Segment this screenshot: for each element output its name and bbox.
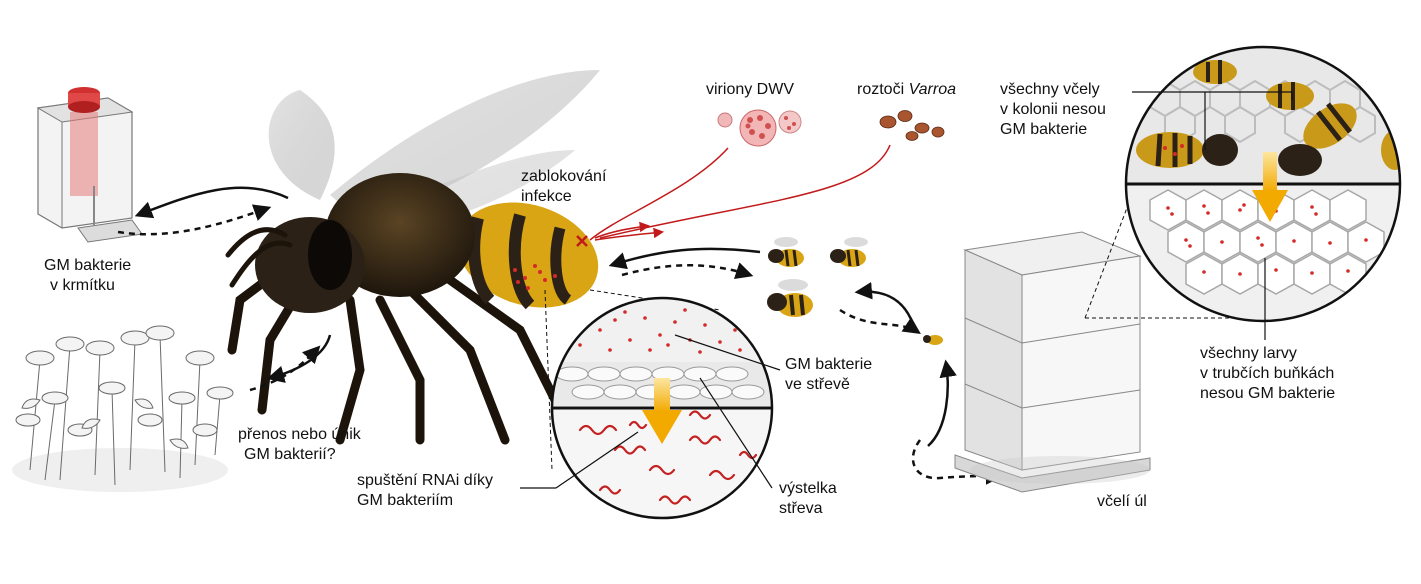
label-block-line1: zablokování	[521, 168, 607, 185]
hive-magnifier-line2	[1084, 199, 1131, 319]
label-larvae-line2: v trubčích buňkách	[1200, 365, 1335, 382]
label-colony-line1: všechny včely	[1000, 81, 1100, 98]
label-block: zablokování infekce	[521, 167, 606, 207]
honeybee-illustration	[225, 70, 600, 445]
gut-magnifier-line	[544, 289, 553, 471]
label-feeder-line1: GM bakterie	[44, 257, 132, 274]
label-colony: všechny včely v kolonii nesou GM bakteri…	[1000, 80, 1106, 140]
label-gut-bacteria-line1: GM bakterie	[785, 356, 873, 373]
label-colony-line3: GM bakterie	[1000, 121, 1088, 138]
label-virions: viriony DWV	[706, 81, 795, 98]
label-mites-name: Varroa	[908, 81, 957, 98]
flowers-illustration	[12, 325, 234, 492]
label-rnai-line1: spuštění RNAi díky	[357, 472, 494, 489]
label-mites-prefix: roztoči	[857, 81, 905, 98]
label-lining-line1: výstelka	[779, 480, 837, 497]
infection-lines	[576, 144, 891, 247]
label-lining: výstelka střeva	[779, 479, 837, 519]
label-rnai: spuštění RNAi díky GM bakteriím	[357, 471, 493, 511]
label-feeder-line2: v krmítku	[50, 277, 115, 294]
label-larvae-line3: nesou GM bakterie	[1200, 385, 1336, 402]
beehive-illustration	[954, 231, 1151, 493]
flow-arrows	[117, 186, 1004, 485]
feeder-illustration	[36, 87, 143, 243]
label-block-line2: infekce	[521, 188, 572, 205]
leader-lines	[520, 91, 1293, 489]
label-gut-bacteria-line2: ve střevě	[785, 376, 850, 393]
varroa-mites	[879, 110, 945, 141]
label-gut-bacteria: GM bakterie ve střevě	[785, 355, 872, 395]
label-larvae-line1: všechny larvy	[1200, 345, 1297, 362]
label-lining-line2: střeva	[779, 500, 823, 517]
label-colony-line2: v kolonii nesou	[1000, 101, 1106, 118]
label-feeder: GM bakterie v krmítku	[44, 256, 131, 296]
label-mites: roztoči Varroa	[857, 80, 956, 100]
dwv-virions	[717, 109, 802, 147]
gut-magnifier	[550, 296, 774, 520]
label-larvae: všechny larvy v trubčích buňkách nesou G…	[1200, 344, 1335, 404]
label-transfer-line2: GM bakterií?	[244, 446, 336, 463]
label-rnai-line2: GM bakteriím	[357, 492, 454, 509]
label-transfer-line1: přenos nebo únik	[238, 426, 361, 443]
small-bees	[767, 237, 943, 345]
comb-magnifier	[1124, 45, 1402, 323]
label-transfer: přenos nebo únik GM bakterií?	[238, 425, 361, 465]
label-hive: včelí úl	[1097, 493, 1147, 510]
